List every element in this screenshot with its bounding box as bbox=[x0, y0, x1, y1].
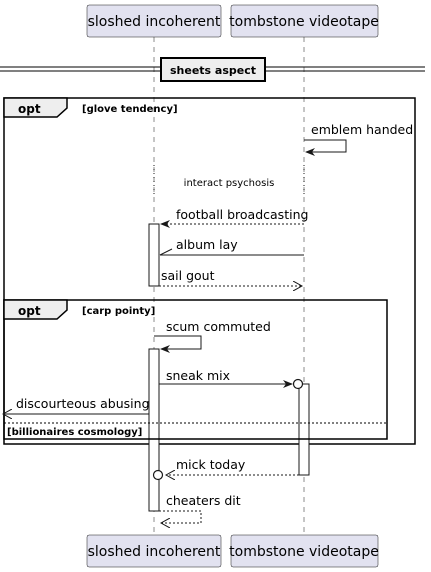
outer-opt-keyword: opt bbox=[18, 102, 41, 116]
message-label: album lay bbox=[176, 237, 238, 252]
delay-interact-psychosis: interact psychosis bbox=[153, 165, 305, 195]
outer-opt-guard: [glove tendency] bbox=[82, 104, 178, 115]
message-cheaters-dit: cheaters dit bbox=[159, 493, 241, 523]
inner-opt-else-guard: [billionaires cosmology] bbox=[7, 427, 142, 438]
activation-bar-right-1 bbox=[298, 383, 310, 476]
message-sneak-mix: sneak mix bbox=[159, 368, 304, 390]
participant-bottom-sloshed-incoherent[interactable]: sloshed incoherent bbox=[86, 534, 222, 568]
inner-opt-keyword: opt bbox=[18, 304, 41, 318]
message-mick-today: mick today bbox=[152, 457, 299, 481]
participant-top-sloshed-incoherent[interactable]: sloshed incoherent bbox=[86, 4, 222, 38]
message-scum-commuted: scum commuted bbox=[154, 319, 271, 353]
activation-bar-left-1 bbox=[148, 223, 160, 287]
inner-opt-frame: opt [carp pointy] [billionaires cosmolog… bbox=[3, 299, 388, 440]
message-sail-gout: sail gout bbox=[159, 268, 302, 286]
message-emblem-handed: emblem handed bbox=[304, 122, 413, 156]
divider-label: sheets aspect bbox=[170, 64, 256, 77]
participant-label: tombstone videotape bbox=[229, 544, 379, 560]
participant-label: sloshed incoherent bbox=[88, 14, 221, 30]
message-label: cheaters dit bbox=[166, 493, 241, 508]
participant-bottom-tombstone-videotape[interactable]: tombstone videotape bbox=[229, 534, 379, 568]
outer-opt-frame: opt [glove tendency] bbox=[3, 97, 416, 445]
divider-sheets-aspect: sheets aspect bbox=[0, 57, 425, 82]
delay-label: interact psychosis bbox=[184, 178, 275, 189]
message-label: discourteous abusing bbox=[16, 396, 150, 411]
message-album-lay: album lay bbox=[159, 237, 304, 256]
message-label: mick today bbox=[176, 457, 246, 472]
message-label: football broadcasting bbox=[176, 207, 308, 222]
participant-label: tombstone videotape bbox=[229, 14, 379, 30]
message-label: emblem handed bbox=[311, 122, 413, 137]
participant-top-tombstone-videotape[interactable]: tombstone videotape bbox=[229, 4, 379, 38]
message-discourteous-abusing: discourteous abusing bbox=[3, 396, 150, 414]
message-label: sail gout bbox=[161, 268, 215, 283]
activation-bar-left-2 bbox=[148, 348, 160, 512]
message-football-broadcasting: football broadcasting bbox=[160, 207, 308, 228]
participant-label: sloshed incoherent bbox=[88, 544, 221, 560]
message-label: scum commuted bbox=[166, 319, 271, 334]
message-label: sneak mix bbox=[166, 368, 230, 383]
inner-opt-guard: [carp pointy] bbox=[82, 306, 155, 317]
